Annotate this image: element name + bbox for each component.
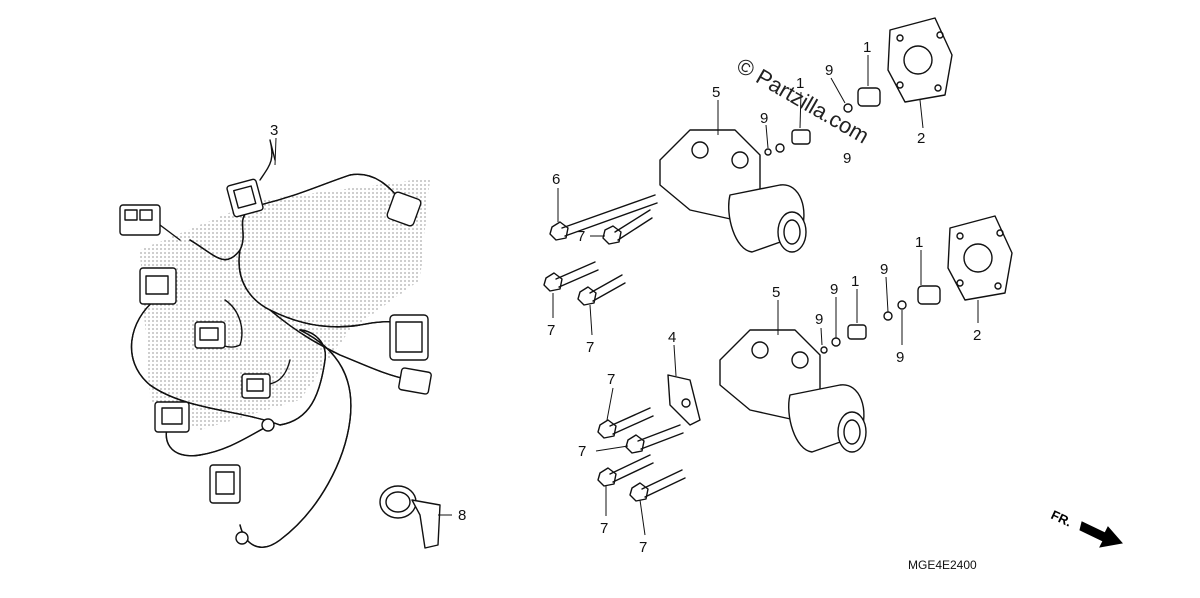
front-direction-arrow: FR. (1049, 507, 1123, 548)
callout-7: 7 (639, 539, 647, 556)
callout-7: 7 (547, 322, 555, 339)
callout-5: 5 (712, 84, 720, 101)
filter-lower (820, 285, 941, 354)
callout-7: 7 (578, 443, 586, 460)
callout-6: 6 (552, 171, 560, 188)
leader-lines (274, 55, 979, 536)
callout-7: 7 (607, 371, 615, 388)
callout-9: 9 (896, 349, 904, 366)
callout-1: 1 (915, 234, 923, 251)
callout-9: 9 (843, 150, 851, 167)
front-direction-label: FR. (1049, 507, 1074, 529)
callout-4: 4 (668, 329, 676, 346)
callout-3: 3 (270, 122, 278, 139)
callout-1: 1 (796, 75, 804, 92)
callout-9: 9 (880, 261, 888, 278)
bolts-lower (597, 407, 686, 502)
filter-upper (764, 87, 881, 156)
callout-7: 7 (577, 228, 585, 245)
bracket-4 (667, 374, 701, 426)
callout-9: 9 (760, 110, 768, 127)
callout-7: 7 (600, 520, 608, 537)
callout-2: 2 (973, 327, 981, 344)
callout-9: 9 (830, 281, 838, 298)
diagram-code: MGE4E2400 (908, 558, 977, 572)
callout-1: 1 (851, 273, 859, 290)
callout-2: 2 (917, 130, 925, 147)
solenoid-lower (719, 329, 867, 453)
callout-8: 8 (458, 507, 466, 524)
callout-5: 5 (772, 284, 780, 301)
callout-9: 9 (815, 311, 823, 328)
callouts: 3 8 6 7 7 7 5 9 1 9 1 9 2 5 4 9 9 1 9 1 … (270, 39, 981, 556)
solenoid-upper (659, 129, 807, 253)
wire-harness (119, 139, 432, 548)
callout-1: 1 (863, 39, 871, 56)
solenoid-gasket-upper (887, 17, 953, 103)
callout-9: 9 (825, 62, 833, 79)
bolts-upper (543, 194, 658, 306)
band-clamp (379, 485, 441, 549)
callout-7: 7 (586, 339, 594, 356)
solenoid-gasket-lower (947, 215, 1013, 301)
